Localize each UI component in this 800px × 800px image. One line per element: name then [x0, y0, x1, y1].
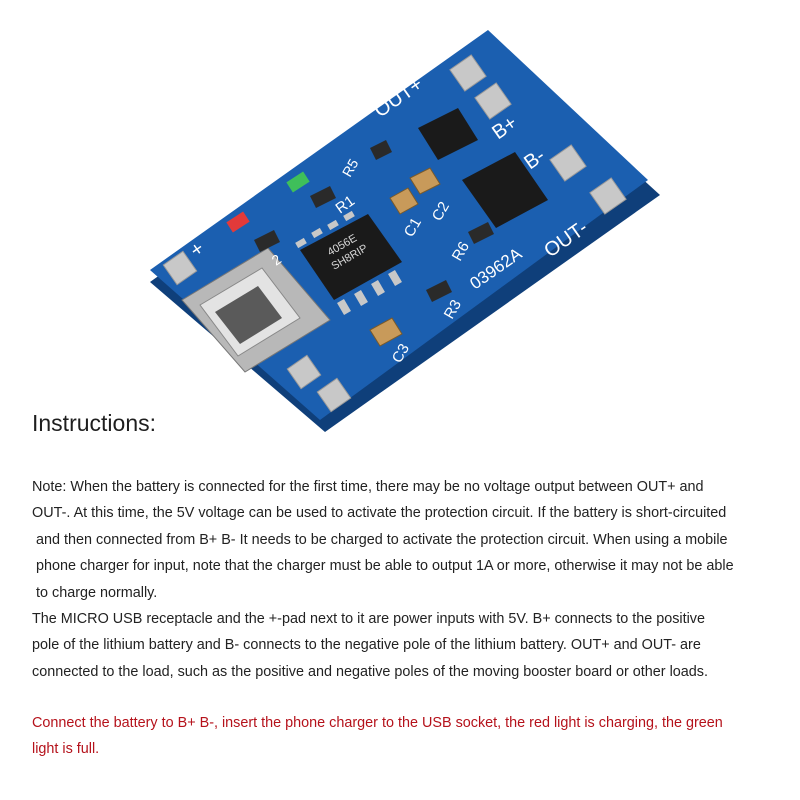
corner-pads [162, 54, 627, 413]
pin-description-line: connected to the load, such as the posit… [32, 663, 709, 680]
charging-indicator-note: Connect the battery to B+ B-, insert the… [32, 710, 784, 763]
note-line: phone charger for input, note that the c… [36, 558, 734, 575]
charger-board-illustration: 4056E SH8RIP OUT+ B+ B- OUT [150, 30, 660, 432]
capacitors [369, 167, 441, 347]
micro-usb-socket [181, 247, 331, 373]
pin-description-line: pole of the lithium battery and B- conne… [32, 637, 701, 654]
warning-line: Connect the battery to B+ B-, insert the… [32, 715, 723, 731]
charger-ic: 4056E SH8RIP [295, 210, 402, 316]
green-led [286, 171, 310, 193]
note-line: OUT-. At this time, the 5V voltage can b… [32, 505, 727, 522]
product-photo: 4056E SH8RIP OUT+ B+ B- OUT [150, 30, 660, 432]
warning-line: light is full. [32, 741, 100, 758]
note-line: and then connected from B+ B- It needs t… [36, 531, 728, 548]
pin-description-line: The MICRO USB receptacle and the +-pad n… [32, 611, 705, 628]
red-led [226, 211, 250, 233]
note-line: Note: When the battery is connected for … [32, 479, 704, 495]
instructions-heading: Instructions: [32, 410, 156, 436]
label-r5: R5 [339, 156, 362, 180]
note-line: to charge normally. [36, 584, 158, 601]
instructions-body: Note: When the battery is connected for … [32, 474, 784, 685]
resistors [254, 140, 494, 302]
mosfet-ic [462, 152, 548, 228]
protection-ic [418, 108, 478, 160]
